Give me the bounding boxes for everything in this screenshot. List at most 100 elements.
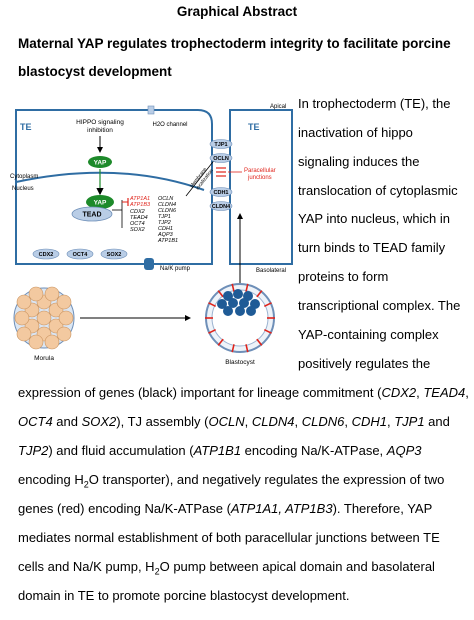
gene-col2-4: TJP1 xyxy=(158,214,171,220)
body-text-line: TJP2) and fluid accumulation (ATP1B1 enc… xyxy=(18,443,422,458)
side-text-line: proteins to form xyxy=(298,269,389,284)
paper-title-line-2: blastocyst development xyxy=(18,64,172,79)
blastocyst-junction xyxy=(256,290,263,298)
side-text-line: turn binds to TEAD family xyxy=(298,240,446,255)
icm-cell xyxy=(246,306,256,316)
morula-cell xyxy=(28,334,44,350)
tead-protein xyxy=(71,206,113,222)
body-text-line: cells and Na/K pump, H2O pump between ap… xyxy=(18,559,435,577)
hippo-label-2: inhibition xyxy=(87,127,113,134)
gene-col1-3: OCT4 xyxy=(130,221,145,227)
cytoplasm-label: Cytoplasm xyxy=(10,174,38,180)
morula-cell xyxy=(28,286,44,302)
side-text-line: In trophectoderm (TE), the xyxy=(298,96,451,111)
gene-col1-1: CDX2 xyxy=(130,209,145,215)
blastocyst-junction xyxy=(245,283,249,292)
side-text-line: YAP into nucleus, which in xyxy=(298,211,450,226)
sox2-label: SOX2 xyxy=(107,252,122,258)
blastocyst-label: Blastocyst xyxy=(225,359,255,366)
cldn4-pill xyxy=(209,201,233,211)
morula-cell xyxy=(44,334,60,350)
icm-cell xyxy=(217,299,227,309)
nak-pump-icon xyxy=(144,258,154,270)
hippo-label-1: HIPPO signaling xyxy=(76,119,124,126)
blastocyst-junction xyxy=(208,302,217,308)
gene-red-2: ATP1B3 xyxy=(129,202,151,208)
gene-red-1: ATP1A1 xyxy=(129,196,150,202)
cldn4-label: CLDN4 xyxy=(212,204,231,210)
morula-cell xyxy=(16,294,32,310)
morula-cell xyxy=(14,310,30,326)
te-label-left: TE xyxy=(20,122,32,132)
side-text-line: positively regulates the xyxy=(298,356,431,371)
nucleus-label: Nucleus xyxy=(12,186,34,192)
blastocyst-embryo xyxy=(205,283,275,353)
cdx2-label: CDX2 xyxy=(39,252,54,258)
icm-cell xyxy=(223,291,233,301)
oct4-pill xyxy=(66,248,94,260)
morula-label: Morula xyxy=(34,355,54,362)
icm-cell xyxy=(223,306,233,316)
te-cell-membrane-left xyxy=(15,109,213,265)
cdh1-label: CDH1 xyxy=(214,190,229,196)
sox2-pill xyxy=(100,248,128,260)
yap-nucleus-label: YAP xyxy=(94,200,107,207)
h2o-channel-label: H2O channel xyxy=(152,122,187,128)
blastocyst-junction xyxy=(208,328,217,334)
abstract-heading: Graphical Abstract xyxy=(176,4,298,19)
graphical-abstract-figure: TE TE HIPPO signaling inhibition H2O cha… xyxy=(10,104,293,366)
ocln-pill xyxy=(209,153,233,163)
apical-label: Apical xyxy=(270,104,286,110)
body-text-line: genes (red) encoding Na/K-ATPase (ATP1A1… xyxy=(18,501,433,516)
blastocyst-junction xyxy=(217,338,224,346)
blastocyst-junction xyxy=(263,328,272,334)
gene-col2-2: CLDN4 xyxy=(158,202,176,208)
side-text-line: YAP-containing complex xyxy=(298,327,439,342)
blastocyst-junction xyxy=(231,344,235,353)
gene-col2-8: ATP1B1 xyxy=(157,238,178,244)
yap-nucleus xyxy=(86,195,114,209)
tjp1-label: TJP1 xyxy=(214,142,227,148)
gene-col1-4: SOX2 xyxy=(130,227,145,233)
te-cell-membrane-right xyxy=(229,109,293,265)
icm-cell xyxy=(235,306,245,316)
morula-cell xyxy=(58,310,74,326)
oct4-label: OCT4 xyxy=(73,252,89,258)
body-text-line: domain in TE to promote porcine blastocy… xyxy=(18,588,350,603)
body-text-line: mediates normal establishment of both pa… xyxy=(18,530,440,545)
icm-cell xyxy=(239,298,249,308)
gene-col2-7: AQP3 xyxy=(157,232,174,238)
morula-cell xyxy=(56,294,72,310)
ocln-label: OCLN xyxy=(213,156,229,162)
nak-pump-label: Na/K pump xyxy=(160,266,191,272)
h2o-channel-icon xyxy=(147,105,155,115)
cdx2-pill xyxy=(32,248,60,260)
paracellular-label-1: Paracellular xyxy=(244,168,276,174)
paper-title-line-1: Maternal YAP regulates trophectoderm int… xyxy=(18,36,451,51)
icm-cell xyxy=(233,289,243,299)
yap-cytoplasm-label: YAP xyxy=(94,160,107,167)
blastocyst-junction xyxy=(245,344,249,353)
blastocyst-junction xyxy=(231,283,235,292)
nucleus-envelope xyxy=(15,171,205,191)
body-text-line: OCT4 and SOX2), TJ assembly (OCLN, CLDN4… xyxy=(18,414,450,429)
morula-cell xyxy=(16,326,32,342)
gene-col2-1: OCLN xyxy=(158,196,173,202)
tjp1-pill xyxy=(209,139,233,149)
icm-cell xyxy=(228,298,238,308)
te-label-right: TE xyxy=(248,122,260,132)
gene-col2-3: CLDN6 xyxy=(158,208,177,214)
morula-cell xyxy=(56,326,72,342)
side-text-line: signaling induces the xyxy=(298,154,420,169)
body-text-line: encoding H2O transporter), and negativel… xyxy=(18,472,445,490)
side-text-line: transcriptional complex. The xyxy=(298,298,461,313)
gene-col2-5: TJP2 xyxy=(158,220,171,226)
basolateral-label: Basolateral xyxy=(256,268,286,274)
morula-cell xyxy=(44,286,60,302)
blastocyst-junction xyxy=(256,338,263,346)
gene-col1-2: TEAD4 xyxy=(130,215,148,221)
body-text-line: expression of genes (black) important fo… xyxy=(18,385,469,400)
gene-col2-6: CDH1 xyxy=(158,226,173,232)
side-text-line: inactivation of hippo xyxy=(298,125,413,140)
morula-embryo xyxy=(13,286,75,350)
